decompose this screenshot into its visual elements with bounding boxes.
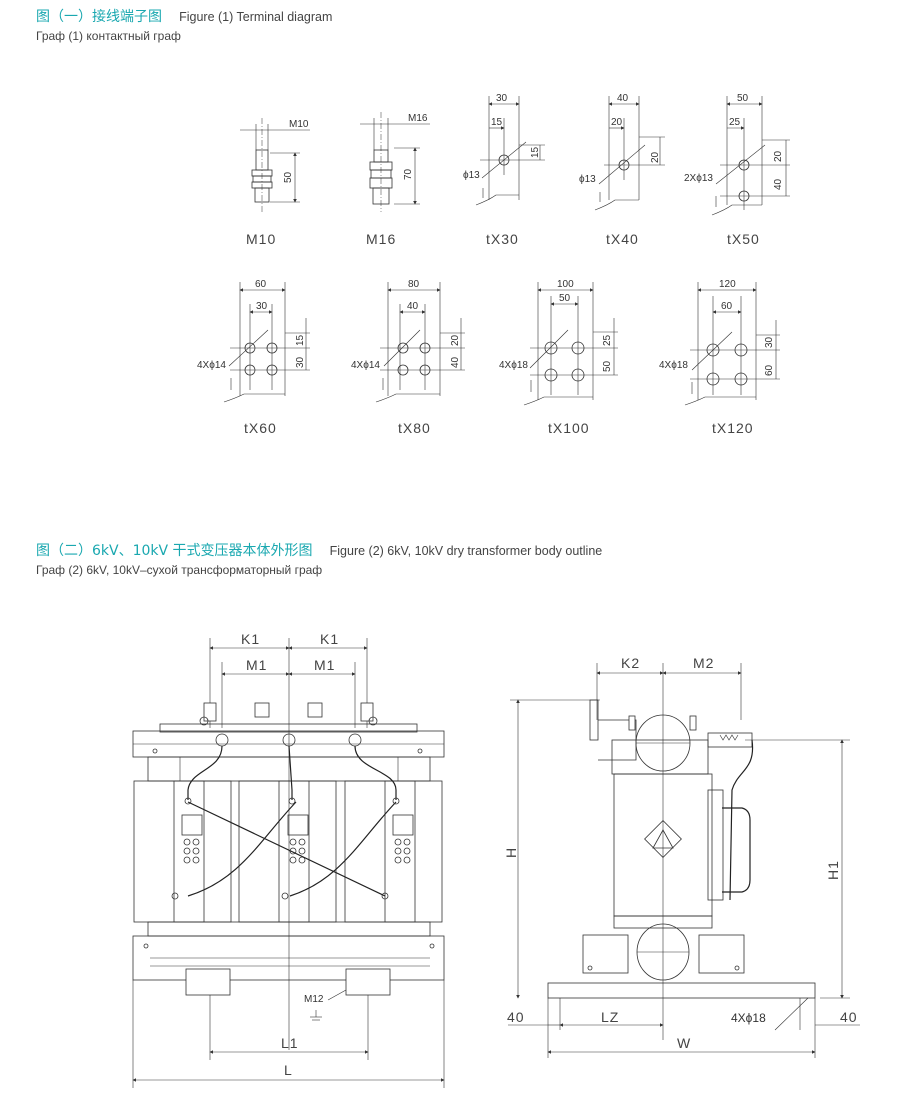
tx60-label: tX60 bbox=[244, 420, 277, 436]
side-dim-h1: H1 bbox=[825, 860, 841, 880]
tx80-dim-vert2: 40 bbox=[450, 356, 461, 368]
tx50-dim-half: 25 bbox=[729, 117, 741, 128]
tx80-label: tX80 bbox=[398, 420, 431, 436]
tx30-label: tX30 bbox=[486, 231, 519, 247]
tx100-dim-width: 100 bbox=[557, 279, 574, 290]
side-dim-holes: 4Xϕ18 bbox=[731, 1011, 766, 1025]
side-dim-k2: K2 bbox=[621, 655, 640, 671]
tap-panel-right bbox=[392, 814, 414, 864]
tx120-dim-vert1: 30 bbox=[764, 336, 775, 348]
terminal-tx40: 40 20 20 ϕ13 tX40 bbox=[579, 93, 665, 247]
figure1-title-cn: 图（一）接线端子图 bbox=[36, 9, 162, 25]
m10-label: M10 bbox=[246, 231, 276, 247]
tx50-dim-width: 50 bbox=[737, 93, 749, 104]
tx120-dim-hole: 4Xϕ18 bbox=[659, 360, 688, 371]
tap-panel-middle bbox=[287, 814, 309, 864]
tx40-label: tX40 bbox=[606, 231, 639, 247]
terminal-tx50: 50 25 20 40 2Xϕ13 tX50 bbox=[684, 93, 790, 247]
tx30-dim-half: 15 bbox=[491, 117, 503, 128]
tx30-dim-vert: 15 bbox=[530, 146, 541, 158]
tx50-dim-hole: 2Xϕ13 bbox=[684, 173, 713, 184]
transformer-front-view: K1 K1 M1 M1 bbox=[132, 631, 445, 1088]
front-dim-k1-right: K1 bbox=[320, 631, 339, 647]
tx60-dim-hole: 4Xϕ14 bbox=[197, 360, 226, 371]
front-dim-k1-left: K1 bbox=[241, 631, 260, 647]
tx100-dim-vert1: 25 bbox=[602, 334, 613, 346]
terminal-tx100: 100 50 25 50 4Xϕ18 tX100 bbox=[499, 279, 618, 436]
tx100-label: tX100 bbox=[548, 420, 590, 436]
tx40-dim-hole: ϕ13 bbox=[579, 174, 596, 185]
tx100-dim-vert2: 50 bbox=[602, 360, 613, 372]
tx60-dim-vert1: 15 bbox=[295, 334, 306, 346]
figure2-title-ru: Граф (2) 6kV, 10kV–сухой трансформаторны… bbox=[36, 563, 323, 577]
tx50-dim-vert2: 40 bbox=[773, 178, 784, 190]
tx50-dim-vert1: 20 bbox=[773, 150, 784, 162]
terminal-m10: M10 50 M10 bbox=[240, 118, 310, 247]
front-dim-l: L bbox=[284, 1062, 293, 1078]
m16-dim-height: 70 bbox=[403, 168, 414, 180]
tx40-dim-width: 40 bbox=[617, 93, 629, 104]
side-dim-w: W bbox=[677, 1035, 691, 1051]
front-dim-l1: L1 bbox=[281, 1035, 299, 1051]
tx100-dim-pitch: 50 bbox=[559, 293, 571, 304]
transformer-side-view: K2 M2 H H1 bbox=[503, 655, 860, 1058]
side-dim-edge-left: 40 bbox=[507, 1009, 525, 1025]
figure2-header: 图（二）6kV、10kV 干式变压器本体外形图 Figure (2) 6kV, … bbox=[36, 540, 602, 577]
side-dim-h: H bbox=[503, 847, 519, 858]
tx80-dim-width: 80 bbox=[408, 279, 420, 290]
tx80-dim-hole: 4Xϕ14 bbox=[351, 360, 380, 371]
tx120-label: tX120 bbox=[712, 420, 754, 436]
front-ground-m12: M12 bbox=[304, 994, 324, 1005]
tx60-dim-vert2: 30 bbox=[295, 356, 306, 368]
tx40-dim-vert: 20 bbox=[650, 151, 661, 163]
terminal-m16: M16 70 M16 bbox=[360, 112, 430, 247]
terminal-tx80: 80 40 20 40 4Xϕ14 tX80 bbox=[351, 279, 465, 436]
tx100-dim-hole: 4Xϕ18 bbox=[499, 360, 528, 371]
tx60-dim-width: 60 bbox=[255, 279, 267, 290]
m10-dim-height: 50 bbox=[283, 171, 294, 183]
figure2-title-en: Figure (2) 6kV, 10kV dry transformer bod… bbox=[329, 544, 603, 558]
tx120-dim-vert2: 60 bbox=[764, 364, 775, 376]
m10-dim-thread: M10 bbox=[289, 119, 309, 130]
side-dim-edge-right: 40 bbox=[840, 1009, 858, 1025]
tap-panel-left bbox=[181, 814, 203, 864]
front-dim-m1-right: M1 bbox=[314, 657, 335, 673]
m16-label: M16 bbox=[366, 231, 396, 247]
figure1-header: 图（一）接线端子图 Figure (1) Terminal diagram Гр… bbox=[36, 6, 332, 43]
figure2-title-cn: 图（二）6kV、10kV 干式变压器本体外形图 bbox=[36, 543, 313, 559]
tx30-dim-hole: ϕ13 bbox=[463, 170, 480, 181]
side-dim-lz: LZ bbox=[601, 1009, 619, 1025]
figure1-title-ru: Граф (1) контактный граф bbox=[36, 29, 181, 43]
front-dim-m1-left: M1 bbox=[246, 657, 267, 673]
tx60-dim-pitch: 30 bbox=[256, 301, 268, 312]
tx120-dim-width: 120 bbox=[719, 279, 736, 290]
terminal-tx60: 60 30 15 30 4Xϕ14 tX60 bbox=[197, 279, 310, 436]
terminal-tx30: 30 15 15 ϕ13 tX30 bbox=[463, 93, 545, 247]
tx50-label: tX50 bbox=[727, 231, 760, 247]
tx30-dim-width: 30 bbox=[496, 93, 508, 104]
tx80-dim-vert1: 20 bbox=[450, 334, 461, 346]
tx80-dim-pitch: 40 bbox=[407, 301, 419, 312]
side-dim-m2: M2 bbox=[693, 655, 714, 671]
figure1-title-en: Figure (1) Terminal diagram bbox=[179, 10, 333, 24]
terminal-tx120: 120 60 30 60 4Xϕ18 tX120 bbox=[659, 279, 780, 436]
m16-dim-thread: M16 bbox=[408, 113, 428, 124]
tx120-dim-pitch: 60 bbox=[721, 301, 733, 312]
tx40-dim-half: 20 bbox=[611, 117, 623, 128]
